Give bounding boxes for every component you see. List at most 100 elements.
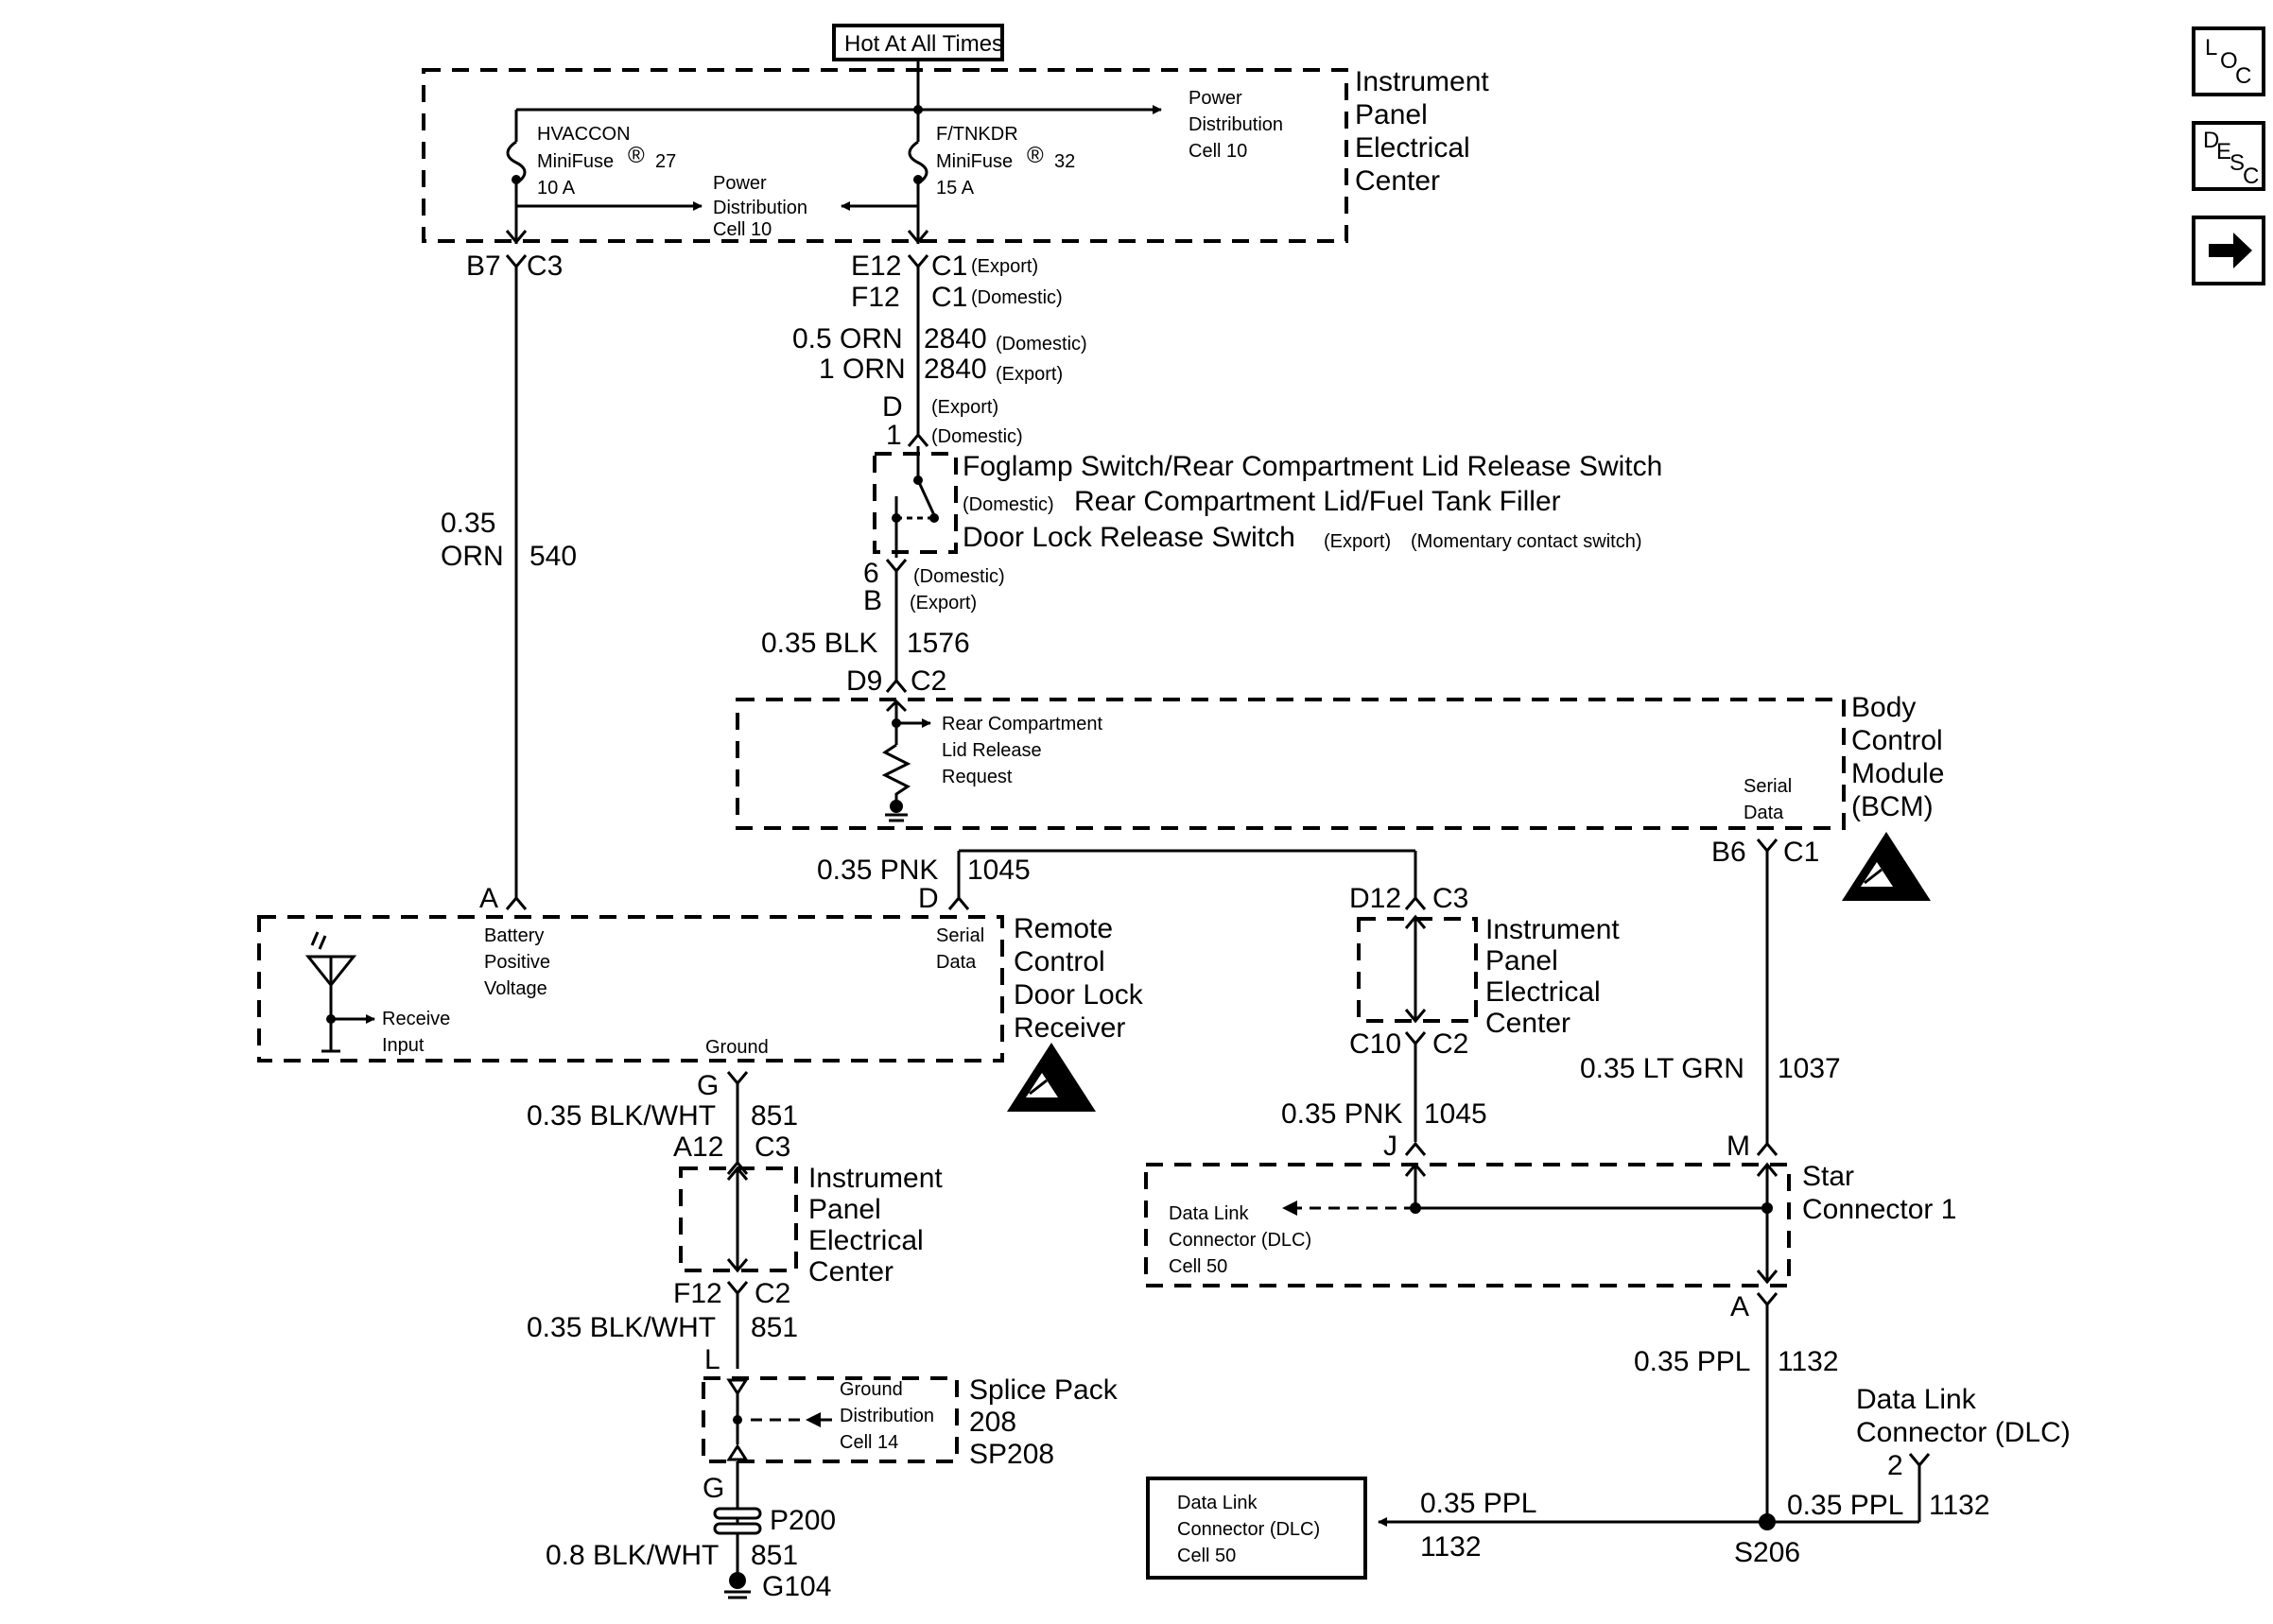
conn-c1-export: C1 bbox=[931, 251, 967, 282]
pd-label-a2: Distribution bbox=[713, 198, 807, 218]
hot-at-all-times-label: Hot At All Times bbox=[832, 24, 1004, 61]
connector-e12 bbox=[907, 254, 929, 269]
ipec-gnd-label-4: Center bbox=[808, 1256, 894, 1287]
wire-851a-circuit: 851 bbox=[751, 1100, 798, 1132]
connector-d9 bbox=[885, 678, 908, 693]
dlc-label-2: Connector (DLC) bbox=[1856, 1417, 2071, 1448]
rcdlr-label-4: Receiver bbox=[1014, 1012, 1125, 1044]
rcdlr-label-2: Control bbox=[1014, 946, 1105, 977]
ipec-gnd-label-2: Panel bbox=[808, 1194, 881, 1225]
wire-1132-gauge: 0.35 PPL bbox=[1634, 1346, 1750, 1377]
connector-b7-c3 bbox=[505, 254, 528, 269]
splice-label-2: 208 bbox=[969, 1407, 1016, 1438]
desc-c: C bbox=[2243, 164, 2259, 189]
bcm-label-2: Control bbox=[1851, 725, 1943, 756]
fuse1-num: 27 bbox=[655, 151, 676, 172]
star-connector-box bbox=[1144, 1163, 1791, 1287]
star-dlc-2: Connector (DLC) bbox=[1169, 1230, 1311, 1251]
ipec-mid-label-3: Electrical bbox=[1485, 976, 1601, 1008]
desc-button[interactable]: D E S C bbox=[2192, 121, 2265, 191]
next-arrow-button[interactable] bbox=[2192, 216, 2265, 285]
connector-f12-gnd bbox=[726, 1281, 749, 1296]
pin-a-rcdlr: A bbox=[479, 883, 498, 914]
wire-2840-tag-2: (Export) bbox=[996, 364, 1063, 385]
arrow-right-icon bbox=[2209, 233, 2252, 268]
conn-c1-domestic: C1 bbox=[931, 282, 967, 313]
wire-851b-gauge: 0.35 BLK/WHT bbox=[527, 1312, 716, 1343]
star-dlc-1: Data Link bbox=[1169, 1203, 1249, 1224]
ipec-top-label-1: Instrument bbox=[1355, 66, 1489, 97]
pd-label-b2: Distribution bbox=[1189, 114, 1283, 135]
splice-label-1: Splice Pack bbox=[969, 1374, 1119, 1406]
pin-1-fog: 1 bbox=[886, 420, 902, 451]
loc-c: C bbox=[2235, 63, 2251, 89]
rcdlr-ground: Ground bbox=[705, 1037, 769, 1058]
connector-rcdlr-g bbox=[726, 1071, 749, 1086]
bcm-label-1: Body bbox=[1851, 692, 1916, 723]
fuse1-amp: 10 A bbox=[537, 178, 576, 199]
ipec-mid-label-1: Instrument bbox=[1485, 914, 1620, 945]
bcm-serial-2: Data bbox=[1744, 803, 1784, 823]
wire-1037-gauge: 0.35 LT GRN bbox=[1580, 1053, 1744, 1084]
conn-c3-mid: C3 bbox=[1432, 883, 1468, 914]
pd-label-b3: Cell 10 bbox=[1189, 141, 1247, 162]
wire-1132b-gauge: 0.35 PPL bbox=[1787, 1490, 1903, 1521]
rcdlr-batt-1: Battery bbox=[484, 925, 544, 946]
fuse1-name: HVACCON bbox=[537, 124, 631, 145]
pin-l: L bbox=[704, 1344, 720, 1375]
ipec-top-label-2: Panel bbox=[1355, 99, 1428, 130]
fuse2-type: MiniFuse bbox=[936, 151, 1013, 172]
s206-label: S206 bbox=[1734, 1537, 1800, 1568]
wire-1045b-gauge: 0.35 PNK bbox=[1281, 1098, 1402, 1130]
wire-851c-gauge: 0.8 BLK/WHT bbox=[546, 1540, 719, 1571]
loc-l: L bbox=[2205, 35, 2217, 60]
ipec-mid-jumper bbox=[1404, 914, 1427, 1024]
wire-851c-circuit: 851 bbox=[751, 1540, 798, 1571]
pin-2-dlc: 2 bbox=[1887, 1450, 1903, 1481]
connector-dlc-2 bbox=[1908, 1453, 1931, 1468]
conn-c3-left: C3 bbox=[527, 251, 563, 282]
ipec-mid-label-4: Center bbox=[1485, 1008, 1570, 1039]
splice-pack-internal bbox=[726, 1378, 832, 1461]
dlc-box-2: Connector (DLC) bbox=[1177, 1519, 1320, 1540]
wire-1045-circuit: 1045 bbox=[967, 855, 1031, 886]
conn-c3-gnd: C3 bbox=[755, 1132, 790, 1163]
dlc-box-1: Data Link bbox=[1177, 1493, 1258, 1513]
wire-2840-gauge-1: 0.5 ORN bbox=[792, 323, 903, 354]
fuse2-reg: ® bbox=[1027, 143, 1044, 168]
connector-star-a bbox=[1756, 1292, 1778, 1307]
switch-label-3: Door Lock Release Switch bbox=[963, 522, 1295, 553]
pd-label-a3: Cell 10 bbox=[713, 219, 772, 240]
pin-a12: A12 bbox=[673, 1132, 723, 1163]
rcdlr-receive-1: Receive bbox=[382, 1009, 450, 1029]
rcdlr-label-3: Door Lock bbox=[1014, 979, 1144, 1011]
bcm-label-4: (BCM) bbox=[1851, 791, 1934, 822]
switch-label-2: Rear Compartment Lid/Fuel Tank Filler bbox=[1074, 486, 1561, 517]
switch-export-tag: (Export) bbox=[1324, 531, 1391, 552]
ipec-top-label-4: Center bbox=[1355, 165, 1440, 197]
switch-domestic-tag: (Domestic) bbox=[963, 494, 1054, 515]
wire-1132b-circuit: 1132 bbox=[1929, 1490, 1990, 1521]
pin-j: J bbox=[1383, 1131, 1397, 1162]
fuse2-amp: 15 A bbox=[936, 178, 975, 199]
pin-f12-gnd: F12 bbox=[673, 1278, 722, 1309]
rcdlr-batt-2: Positive bbox=[484, 952, 550, 973]
pin-b6: B6 bbox=[1711, 837, 1746, 868]
pin-b7: B7 bbox=[466, 251, 501, 282]
connector-j bbox=[1404, 1141, 1427, 1156]
pin-f12: F12 bbox=[851, 282, 900, 313]
fuse1-type: MiniFuse bbox=[537, 151, 614, 172]
wire-1132-circuit: 1132 bbox=[1778, 1346, 1839, 1377]
conn-c2-mid: C2 bbox=[1432, 1028, 1468, 1060]
connector-fog-top bbox=[907, 432, 929, 447]
connector-b6 bbox=[1756, 838, 1778, 854]
wire-1132c-gauge: 0.35 PPL bbox=[1420, 1488, 1536, 1519]
rcdlr-receive-2: Input bbox=[382, 1035, 425, 1056]
fuse2-name: F/TNKDR bbox=[936, 124, 1018, 145]
connector-rcdlr-a bbox=[505, 895, 528, 910]
pin-c10: C10 bbox=[1349, 1028, 1401, 1060]
antenna-icon bbox=[304, 931, 375, 1053]
loc-button[interactable]: L O C bbox=[2192, 26, 2265, 96]
pin-1-tag: (Domestic) bbox=[931, 426, 1023, 447]
